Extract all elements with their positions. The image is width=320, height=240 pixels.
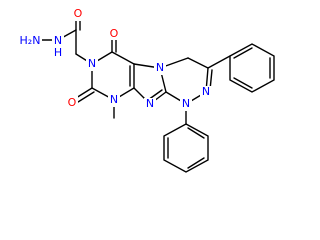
atom-nh2: H₂N (20, 34, 41, 47)
atom-n-methyl: N (110, 93, 118, 106)
bond-c2-o-1 (75, 87, 93, 99)
atom-n-triazine-a: N (202, 85, 210, 98)
atom-n-triazine-b: N (182, 97, 190, 110)
phenyl-2 (163, 123, 209, 173)
atom-nh: N (54, 34, 62, 47)
atom-n-imide: N (88, 57, 96, 70)
molecule-structure: H₂N N H O O O N N N N N N (18, 7, 275, 173)
atom-n-imidazole: N (146, 97, 154, 110)
molecule-canvas: H₂N N H O O O N N N N N N (18, 7, 275, 173)
atom-nh-h: H (54, 46, 62, 59)
atom-amide-o: O (74, 7, 83, 20)
bonds (41, 15, 275, 173)
phenyl-1-db3 (233, 77, 253, 89)
bond-ph1-link (207, 55, 231, 69)
atom-n-bridge: N (156, 61, 164, 74)
phenyl-2-db2 (187, 157, 205, 169)
atom-labels: H₂N N H O O O N N N N N N (18, 7, 212, 111)
phenyl-2-db1 (187, 127, 205, 139)
atom-c6-o: O (110, 27, 119, 40)
bond-c2-o-2 (77, 91, 95, 103)
phenyl-1 (229, 43, 275, 93)
phenyl-1-db1 (233, 47, 253, 59)
atom-c2-o: O (68, 96, 77, 109)
bond-tri-2 (187, 57, 209, 69)
bond-ring-2 (111, 51, 135, 65)
